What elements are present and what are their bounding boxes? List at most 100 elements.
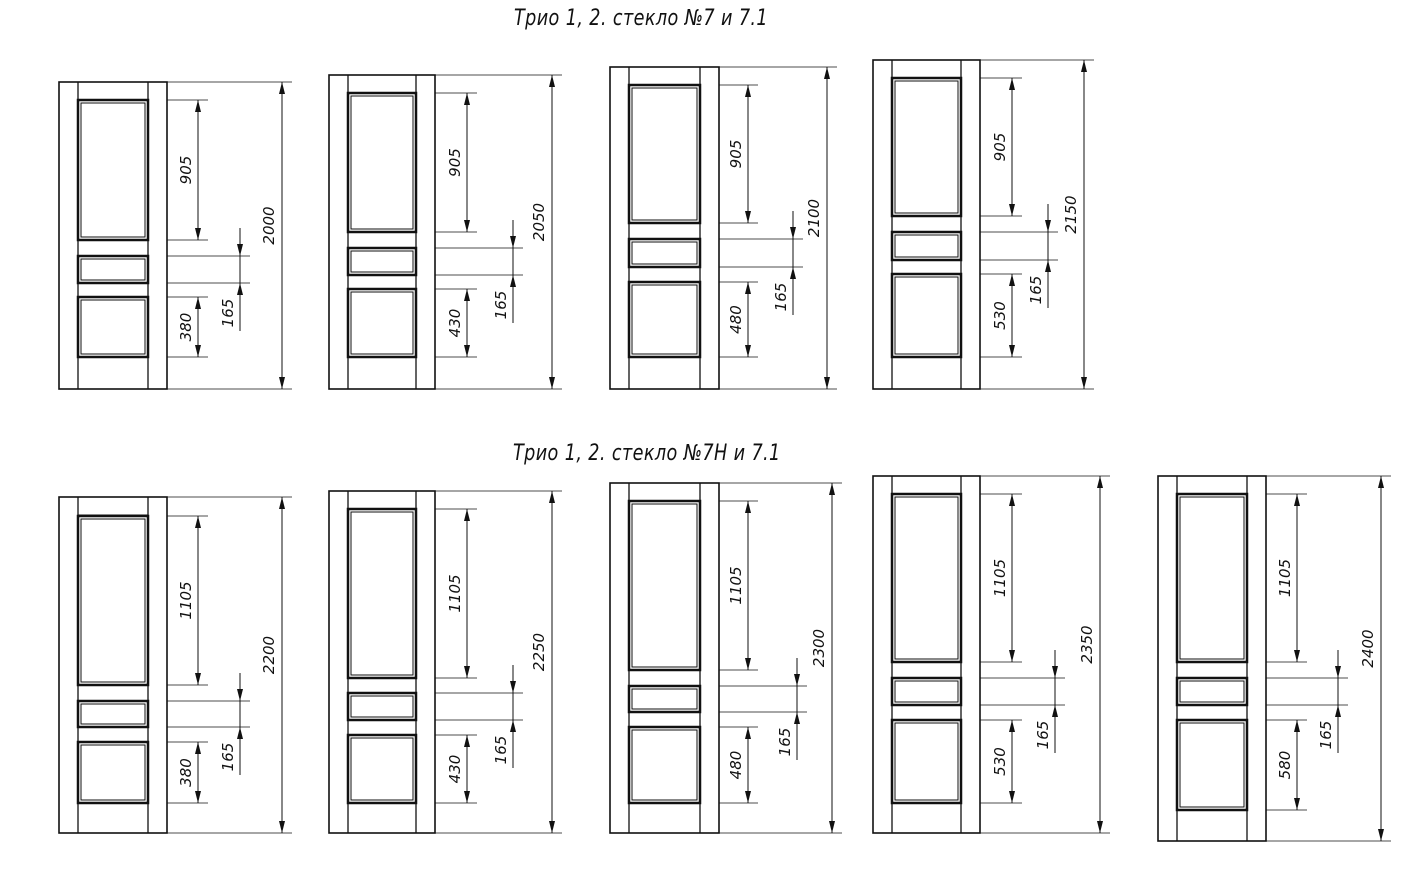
arrowhead [549, 75, 555, 87]
arrowhead [790, 267, 796, 279]
arrowhead [279, 82, 285, 94]
panel-outer [346, 91, 418, 234]
top-glass-panel [627, 499, 702, 672]
panel-outer [346, 691, 418, 722]
total-height-dimension: 2150 [1062, 60, 1087, 389]
arrowhead [195, 742, 201, 754]
top-panel-dimension: 905 [991, 78, 1015, 216]
arrowhead [549, 821, 555, 833]
bottom-panel-dimension-label: 430 [446, 309, 464, 338]
total-height-label: 2400 [1359, 629, 1377, 667]
total-height-dimension: 2200 [260, 497, 285, 833]
middle-panel [627, 237, 702, 269]
arrowhead [745, 345, 751, 357]
top-panel-dimension-label: 1105 [1276, 559, 1294, 597]
top-panel-dimension: 1105 [991, 494, 1015, 662]
arrowhead [279, 497, 285, 509]
door-frame [58, 81, 168, 390]
bottom-panel-dimension-label: 380 [177, 313, 195, 342]
panel-inner [1179, 496, 1245, 660]
panel-inner [894, 276, 959, 355]
panel-inner [80, 299, 146, 355]
bottom-panel [890, 272, 963, 359]
bottom-panel [627, 280, 702, 359]
middle-dimension-label: 165 [219, 743, 237, 772]
bottom-panel [76, 295, 150, 359]
panel-outer [76, 254, 150, 285]
arrowhead [1294, 494, 1300, 506]
arrowhead [1009, 345, 1015, 357]
panel-inner [894, 234, 959, 258]
arrowhead [279, 377, 285, 389]
top-panel-dimension: 1105 [1276, 494, 1300, 662]
middle-dimension-label: 165 [776, 728, 794, 757]
total-height-dimension: 2000 [260, 82, 285, 389]
middle-panel [76, 699, 150, 729]
total-height-dimension: 2300 [810, 483, 835, 833]
panel-outer [76, 740, 150, 805]
arrowhead [279, 821, 285, 833]
middle-panel [890, 230, 963, 262]
top-panel-dimension: 1105 [727, 501, 751, 670]
arrowhead [510, 236, 516, 248]
panel-inner [631, 284, 698, 355]
total-height-label: 2200 [260, 636, 278, 674]
top-glass-panel [346, 507, 418, 680]
panel-inner [80, 518, 146, 683]
panel-outer [346, 733, 418, 805]
middle-dimension-label: 165 [1027, 276, 1045, 305]
middle-panel [627, 684, 702, 714]
panel-inner [350, 511, 414, 676]
arrowhead [1294, 798, 1300, 810]
arrowhead [745, 791, 751, 803]
arrowhead [829, 483, 835, 495]
panel-outer [1175, 718, 1249, 812]
bottom-panel-dimension: 580 [1276, 720, 1300, 810]
panel-outer [1175, 492, 1249, 664]
arrowhead [464, 735, 470, 747]
top-panel-dimension-label: 1105 [727, 566, 745, 604]
panel-outer [76, 514, 150, 687]
total-height-dimension: 2250 [530, 491, 555, 833]
top-glass-panel [76, 514, 150, 687]
panel-outer [627, 725, 702, 805]
middle-panel-dimension: 165 [492, 220, 516, 323]
arrowhead [1045, 220, 1051, 232]
panel-outer [346, 246, 418, 277]
arrowhead [1294, 650, 1300, 662]
arrowhead [195, 516, 201, 528]
bottom-panel [346, 287, 418, 359]
arrowhead [237, 689, 243, 701]
door-frame [328, 490, 436, 834]
arrowhead [824, 67, 830, 79]
door-frame [872, 475, 981, 834]
arrowhead [745, 85, 751, 97]
bottom-panel-dimension-label: 430 [446, 755, 464, 784]
panel-inner [894, 496, 959, 660]
top-panel-dimension: 905 [727, 85, 751, 223]
middle-panel-dimension: 165 [776, 658, 800, 760]
bottom-panel [346, 733, 418, 805]
panel-outer [627, 280, 702, 359]
arrowhead [824, 377, 830, 389]
top-panel-dimension-label: 905 [991, 133, 1009, 162]
arrowhead [1081, 60, 1087, 72]
top-panel-dimension: 905 [446, 93, 470, 232]
arrowhead [464, 93, 470, 105]
panel-inner [350, 291, 414, 355]
arrowhead [195, 791, 201, 803]
total-height-label: 2100 [805, 199, 823, 237]
arrowhead [1294, 720, 1300, 732]
arrowhead [195, 673, 201, 685]
door-frame [609, 482, 720, 834]
arrowhead [1009, 274, 1015, 286]
panel-outer [627, 499, 702, 672]
arrowhead [1009, 494, 1015, 506]
top-panel-dimension: 905 [177, 100, 201, 240]
